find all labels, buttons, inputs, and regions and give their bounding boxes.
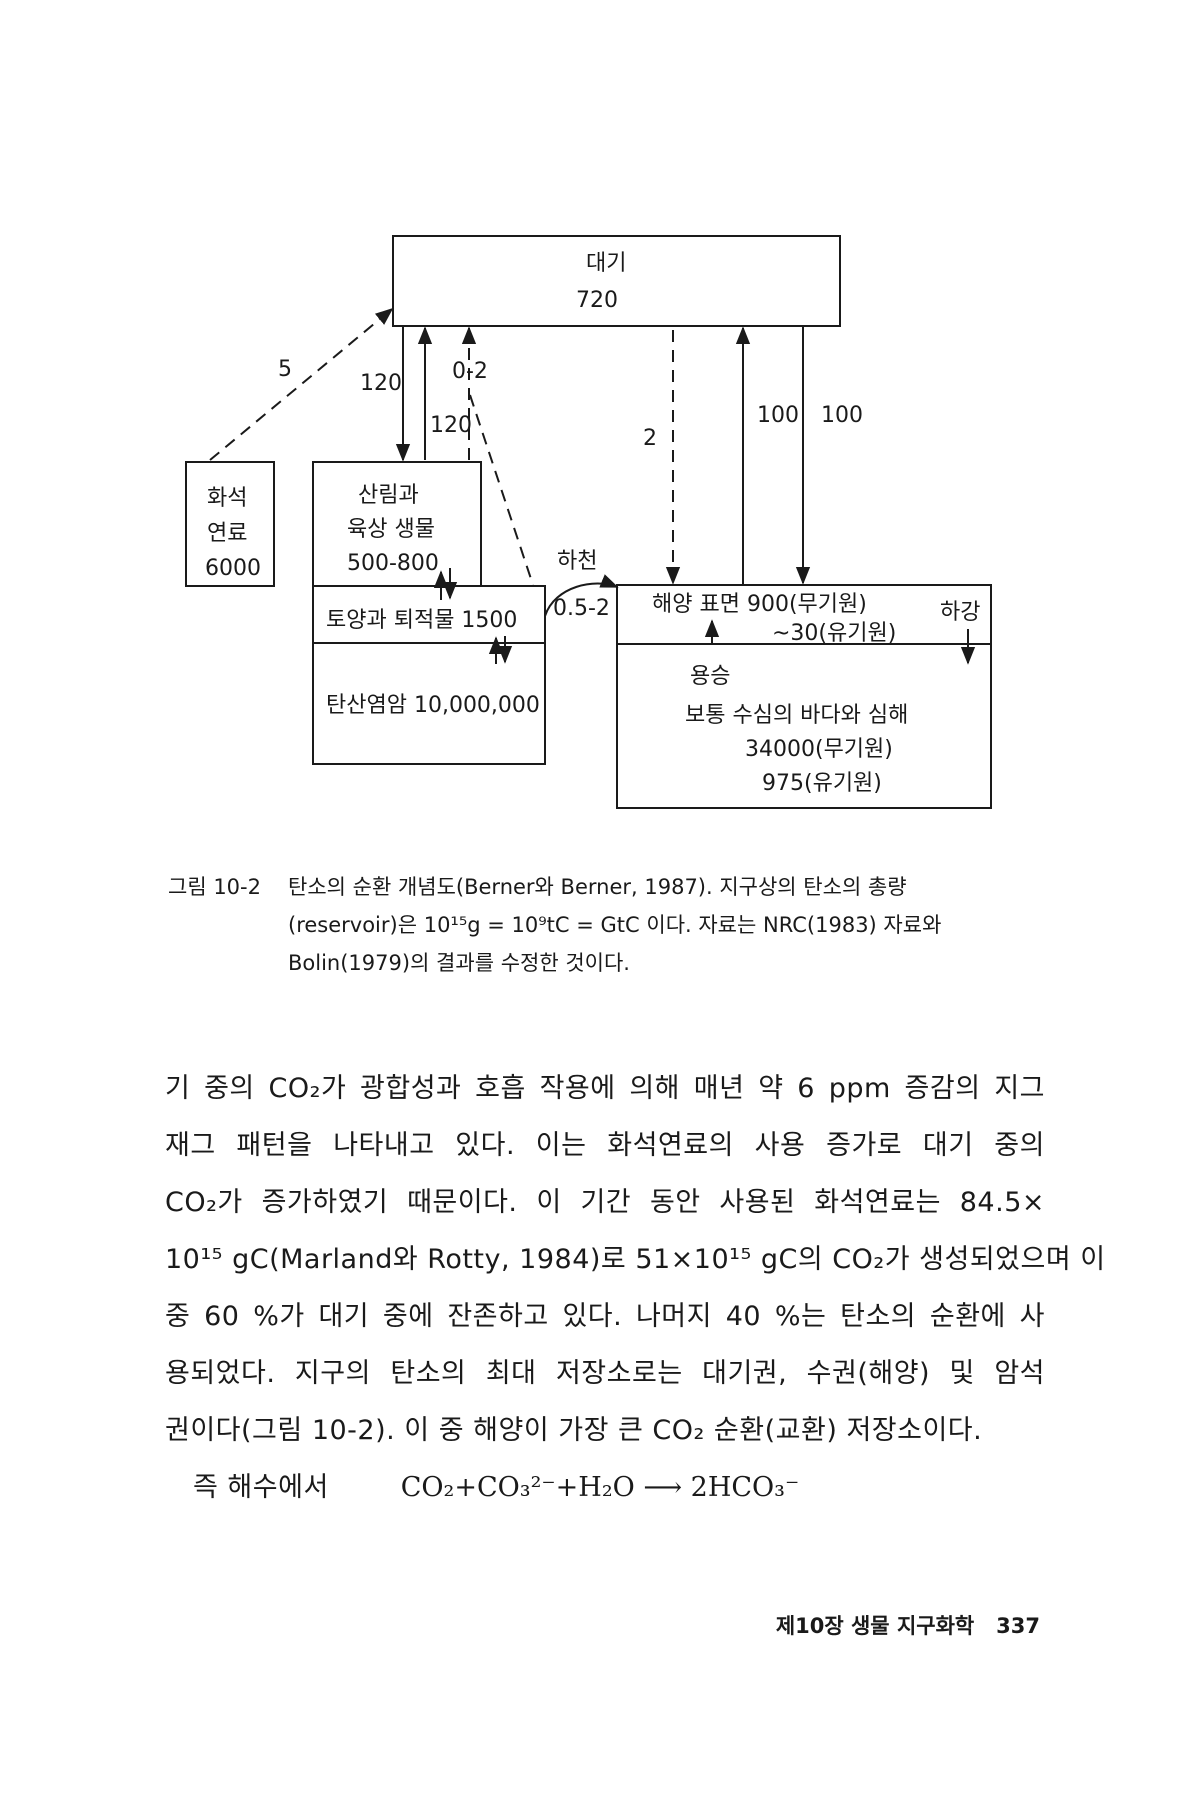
body-paragraph: 기 중의 CO₂가 광합성과 호흡 작용에 의해 매년 약 6 ppm 증감의 …	[165, 1060, 1106, 1516]
body-line-1: 기 중의 CO₂가 광합성과 호흡 작용에 의해 매년 약 6 ppm 증감의 …	[165, 1073, 1045, 1104]
river-arrow	[544, 574, 619, 617]
body-line-6: 용되었다. 지구의 탄소의 최대 저장소로는 대기권, 수권(해양) 및 암석	[165, 1358, 1045, 1389]
body-line-7: 권이다(그림 10-2). 이 중 해양이 가장 큰 CO₂ 순환(교환) 저장…	[165, 1415, 983, 1446]
caption-line-1: 탄소의 순환 개념도(Berner와 Berner, 1987). 지구상의 탄…	[288, 875, 907, 899]
river-label: 하천	[557, 549, 597, 574]
atmosphere-ocean-dashed-value: 2	[643, 426, 657, 451]
ocean-to-atmosphere-value: 100	[757, 403, 799, 428]
photosynthesis-value: 120	[360, 371, 402, 396]
soil-carbonate-box	[312, 585, 546, 765]
atmosphere-value: 720	[576, 288, 618, 313]
deep-ocean-label: 보통 수심의 바다와 심해	[685, 703, 908, 728]
respiration-value: 120	[430, 413, 472, 438]
fossil-fuel-label-2: 연료	[207, 521, 247, 546]
page-number: 337	[996, 1614, 1040, 1638]
figure-caption: 그림 10-2 탄소의 순환 개념도(Berner와 Berner, 1987)…	[168, 868, 1068, 982]
forest-label-2: 육상 생물	[347, 517, 435, 542]
ocean-organic-label: ~30(유기원)	[772, 621, 896, 646]
chapter-title: 제10장 생물 지구화학	[775, 1614, 975, 1638]
land-flux-value: 0-2	[452, 359, 488, 384]
fossil-flux-value: 5	[278, 357, 292, 382]
deep-ocean-organic: 975(유기원)	[762, 771, 882, 796]
fossil-fuel-box	[185, 461, 275, 587]
figure-label: 그림 10-2	[168, 875, 261, 899]
fossil-fuel-label-1: 화석	[207, 486, 247, 511]
river-value: 0.5-2	[553, 596, 610, 621]
atmosphere-box	[392, 235, 841, 327]
body-line-5: 중 60 %가 대기 중에 잔존하고 있다. 나머지 40 %는 탄소의 순환에…	[165, 1301, 1045, 1332]
body-line-2: 재그 패턴을 나타내고 있다. 이는 화석연료의 사용 증가로 대기 중의	[165, 1130, 1045, 1161]
body-line-3: CO₂가 증가하였기 때문이다. 이 기간 동안 사용된 화석연료는 84.5×	[165, 1187, 1045, 1218]
page-footer: 제10장 생물 지구화학 337	[720, 1610, 1040, 1640]
carbon-cycle-diagram: 대기 720 화석 연료 6000 산림과 육상 생물 500-800 토양과 …	[185, 235, 992, 809]
ocean-surface-label: 해양 표면 900(무기원)	[652, 592, 867, 617]
sinking-label: 하강	[940, 600, 980, 625]
upwelling-label: 용승	[690, 664, 730, 689]
forest-value: 500-800	[347, 551, 439, 576]
carbonate-label: 탄산염암 10,000,000	[326, 693, 540, 718]
chemical-equation: CO₂+CO₃²⁻+H₂O ⟶ 2HCO₃⁻	[400, 1472, 800, 1503]
atmosphere-to-ocean-value: 100	[821, 403, 863, 428]
body-intro-line: 즉 해수에서	[193, 1472, 329, 1503]
soil-label: 토양과 퇴적물 1500	[326, 608, 517, 633]
caption-line-3: Bolin(1979)의 결과를 수정한 것이다.	[288, 951, 630, 975]
atmosphere-label: 대기	[586, 251, 626, 276]
deep-ocean-inorganic: 34000(무기원)	[745, 737, 893, 762]
fossil-fuel-value: 6000	[205, 556, 261, 581]
forest-label-1: 산림과	[358, 483, 419, 508]
body-line-4: 10¹⁵ gC(Marland와 Rotty, 1984)로 51×10¹⁵ g…	[165, 1244, 1106, 1275]
ocean-box	[616, 584, 992, 809]
caption-line-2: (reservoir)은 10¹⁵g = 10⁹tC = GtC 이다. 자료는…	[288, 913, 942, 937]
runoff-dashed-line	[469, 394, 534, 586]
